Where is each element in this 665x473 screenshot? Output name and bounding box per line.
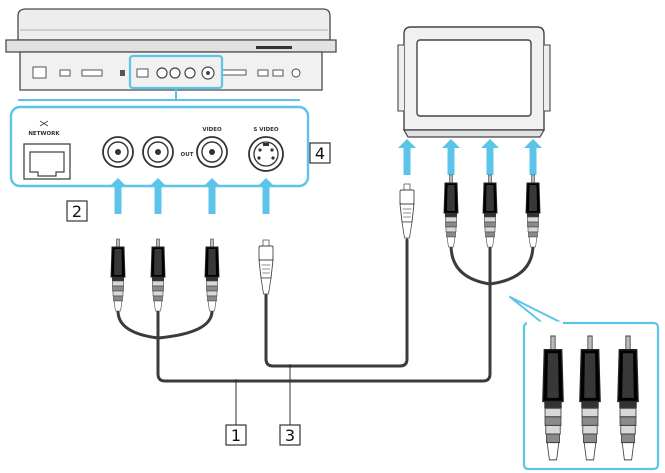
up-arrow-icon bbox=[398, 139, 416, 175]
svg-text:2: 2 bbox=[72, 202, 82, 221]
out-label: OUT bbox=[181, 152, 194, 158]
callout-1: 1 bbox=[225, 424, 247, 446]
port-panel: NETWORK OUT VIDEO S VIDEO bbox=[9, 105, 310, 188]
rca-jack-icon bbox=[196, 136, 228, 168]
rca-jack-icon bbox=[142, 136, 174, 168]
rca-plug-icon bbox=[110, 238, 126, 312]
tv-monitor-icon bbox=[397, 26, 551, 138]
cables bbox=[116, 238, 535, 383]
up-arrow-icon bbox=[442, 139, 460, 175]
s-video-plug-icon bbox=[258, 239, 274, 295]
rca-plug-icon bbox=[204, 238, 220, 312]
callout-3: 3 bbox=[279, 424, 301, 446]
callout-4: 4 bbox=[309, 142, 331, 164]
up-arrow-icon bbox=[481, 139, 499, 175]
svg-text:3: 3 bbox=[285, 426, 295, 445]
network-port-icon: NETWORK bbox=[23, 120, 71, 180]
rca-jack-icon bbox=[102, 136, 134, 168]
svg-text:1: 1 bbox=[231, 426, 241, 445]
video-label: VIDEO bbox=[202, 127, 222, 133]
network-label: NETWORK bbox=[28, 131, 60, 137]
rca-plug-icon bbox=[482, 174, 498, 248]
rca-plug-icon bbox=[150, 238, 166, 312]
rca-plug-icon bbox=[443, 174, 459, 248]
rca-plug-icon bbox=[525, 174, 541, 248]
up-arrow-icon bbox=[524, 139, 542, 175]
plug-zoom-callout bbox=[509, 296, 660, 471]
callout-2: 2 bbox=[66, 200, 88, 222]
s-video-plug-icon bbox=[399, 183, 415, 239]
laptop-icon bbox=[5, 8, 337, 91]
s-video-label: S VIDEO bbox=[253, 127, 279, 133]
svg-text:4: 4 bbox=[315, 144, 325, 163]
s-video-port-icon bbox=[248, 136, 284, 172]
